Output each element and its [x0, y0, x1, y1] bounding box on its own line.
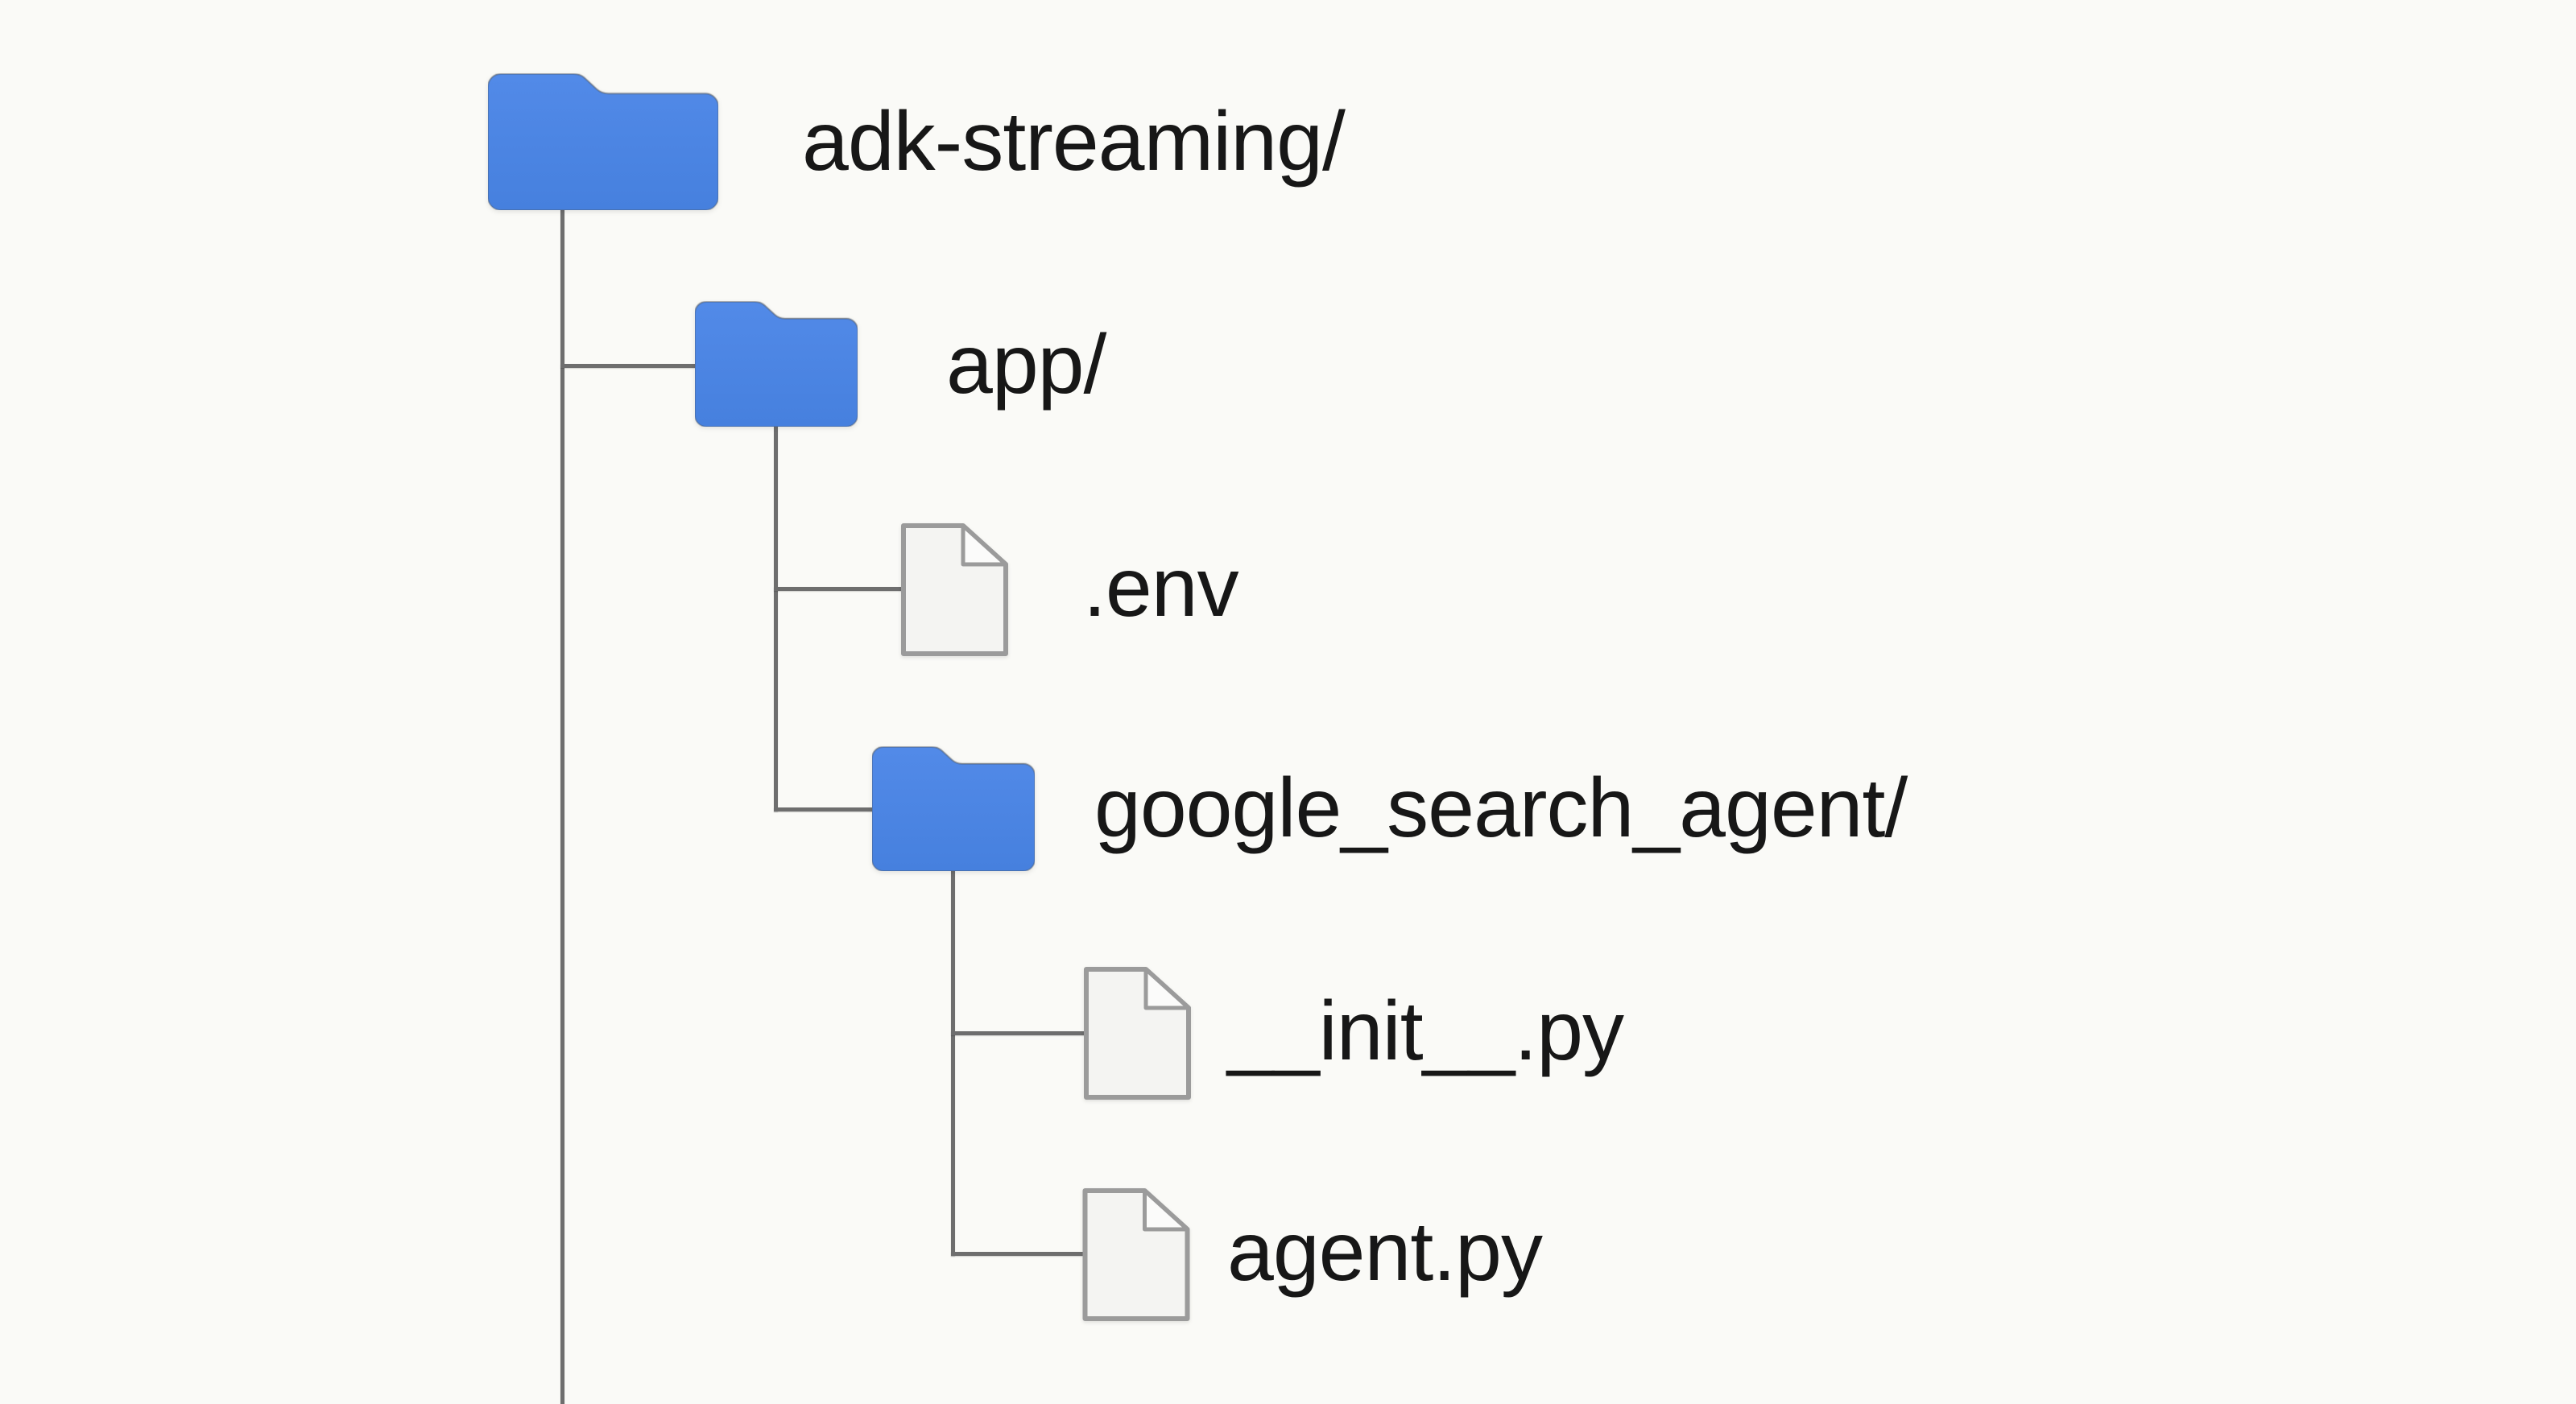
- tree-node-label-agent-py: agent.py: [1227, 1204, 1543, 1299]
- file-icon: [1083, 966, 1192, 1105]
- folder-icon: [487, 73, 719, 214]
- tree-node-label-env: .env: [1083, 540, 1239, 634]
- connector-app-trunk-vertical: [774, 424, 778, 811]
- connector-gsa-trunk-vertical: [951, 868, 955, 1256]
- tree-node-label-google-search-agent: google_search_agent/: [1094, 761, 1908, 855]
- tree-node-label-init-py: __init__.py: [1227, 984, 1624, 1078]
- connector-branch-init-horizontal: [951, 1031, 1085, 1035]
- connector-branch-agent-horizontal: [951, 1252, 1083, 1256]
- file-icon: [900, 522, 1009, 661]
- folder-icon: [694, 301, 858, 431]
- connector-root-trunk-vertical: [560, 208, 564, 1404]
- connector-branch-env-horizontal: [774, 587, 903, 591]
- connector-branch-gsa-horizontal: [774, 807, 875, 811]
- tree-node-label-adk-streaming: adk-streaming/: [802, 94, 1346, 188]
- file-icon: [1081, 1187, 1192, 1326]
- tree-node-label-app: app/: [946, 317, 1106, 411]
- folder-icon: [871, 746, 1036, 875]
- connector-branch-app-horizontal: [560, 364, 697, 368]
